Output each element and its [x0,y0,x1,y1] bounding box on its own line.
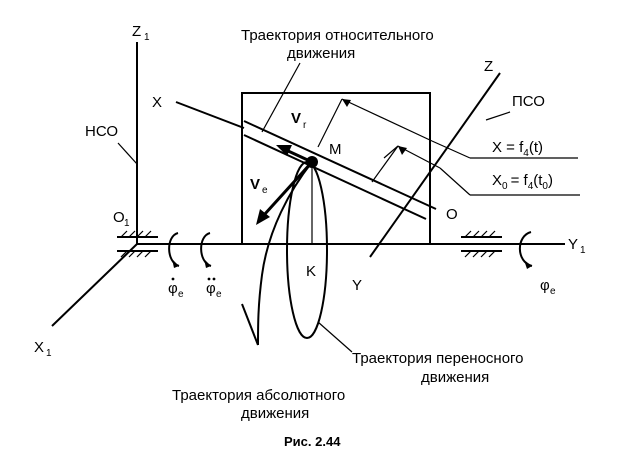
eq1-part-a: X = f [492,139,524,156]
absolute-trajectory-caption-2: движения [241,405,309,422]
eq2-subscript-x0: 0 [502,181,508,192]
absolute-trajectory-caption-1: Траектория абсолютного [172,387,345,404]
guide-line-upper [243,120,437,210]
x1-axis [51,243,138,327]
y-axis-label: Y [352,277,362,294]
absolute-trajectory-tail [241,303,259,346]
ve-subscript: e [262,185,268,196]
ve-label: V [250,176,260,193]
transport-trajectory-caption-1: Траектория переносного [352,350,524,367]
moving-frame-box [241,92,431,245]
nso-label: НСО [85,123,118,140]
phi-dot-label: φ [168,280,178,297]
eq2-subscript-t0: 0 [542,181,548,192]
eq2-subscript-f: 4 [528,181,534,192]
eq2-text: X0= f4(t0) [492,172,553,192]
x1-label: X [34,339,44,356]
phi-e-label: φ [540,277,550,294]
z-axis-label: Z [484,58,493,75]
z1-subscript: 1 [144,32,150,43]
vr-subscript: r [303,120,307,131]
x-axis [175,101,245,129]
vr-vector [285,148,313,164]
x-axis-label: X [152,94,162,111]
phi-ddot-subscript: e [216,289,222,300]
y1-subscript: 1 [580,245,586,256]
x1-subscript: 1 [46,348,52,359]
phi-ddot-mark-1 [207,277,211,281]
figure-caption: Рис. 2.44 [284,434,341,449]
transport-trajectory-ellipse [286,161,328,339]
left-bearing-icon [117,230,158,258]
eq2-part-b: = f [511,172,529,189]
phi-ddot-label: φ [206,280,216,297]
extension-line-x0-lower [371,145,399,183]
right-bearing-icon [461,230,502,258]
extension-line-x0 [383,145,399,159]
relative-trajectory-caption-2: движения [287,45,355,62]
eq1-part-b: (t) [529,139,543,156]
pso-label: ПСО [512,93,545,110]
phi-e-rotation-icon [518,231,533,269]
phi-dot-subscript: e [178,289,184,300]
phi-dot-mark [171,277,175,281]
extension-line-m [317,98,343,148]
dimension-line-x [341,98,433,142]
vr-label: V [291,110,301,127]
nso-leader [117,142,138,165]
ve-arrowhead [256,209,270,225]
guide-line-lower [243,134,427,220]
z1-label: Z [132,23,141,40]
m-label: M [329,141,342,158]
pso-leader [485,111,511,121]
phi-ddot-rotation-icon [200,232,212,268]
o-label: O [446,206,458,223]
transport-trajectory-leader [317,321,353,353]
absolute-trajectory-curve [257,161,313,346]
eq2-part-d: ) [548,172,553,189]
eq2-part-a: X [492,172,502,189]
dimension-arrow-x0-start [398,146,407,155]
o1-label: O [113,209,125,226]
phi-dot-rotation-icon [168,232,180,268]
y1-label: Y [568,236,578,253]
eq1-leader-a [431,140,471,159]
eq2-part-c: (t [533,172,543,189]
phi-ddot-mark-2 [212,277,216,281]
relative-trajectory-caption-1: Траектория относительного [241,27,434,44]
vr-arrowhead [276,145,292,156]
transport-trajectory-caption-2: движения [421,369,489,386]
dimension-arrow-x-start [342,99,351,107]
ve-vector [262,160,314,217]
eq1-subscript: 4 [523,148,529,159]
phi-e-subscript: e [550,286,556,297]
eq2-leader-a [439,167,471,196]
o1-subscript: 1 [124,218,130,229]
eq1-text: X = f4(t) [492,139,543,159]
k-label: K [306,263,316,280]
relative-trajectory-leader [261,62,301,133]
